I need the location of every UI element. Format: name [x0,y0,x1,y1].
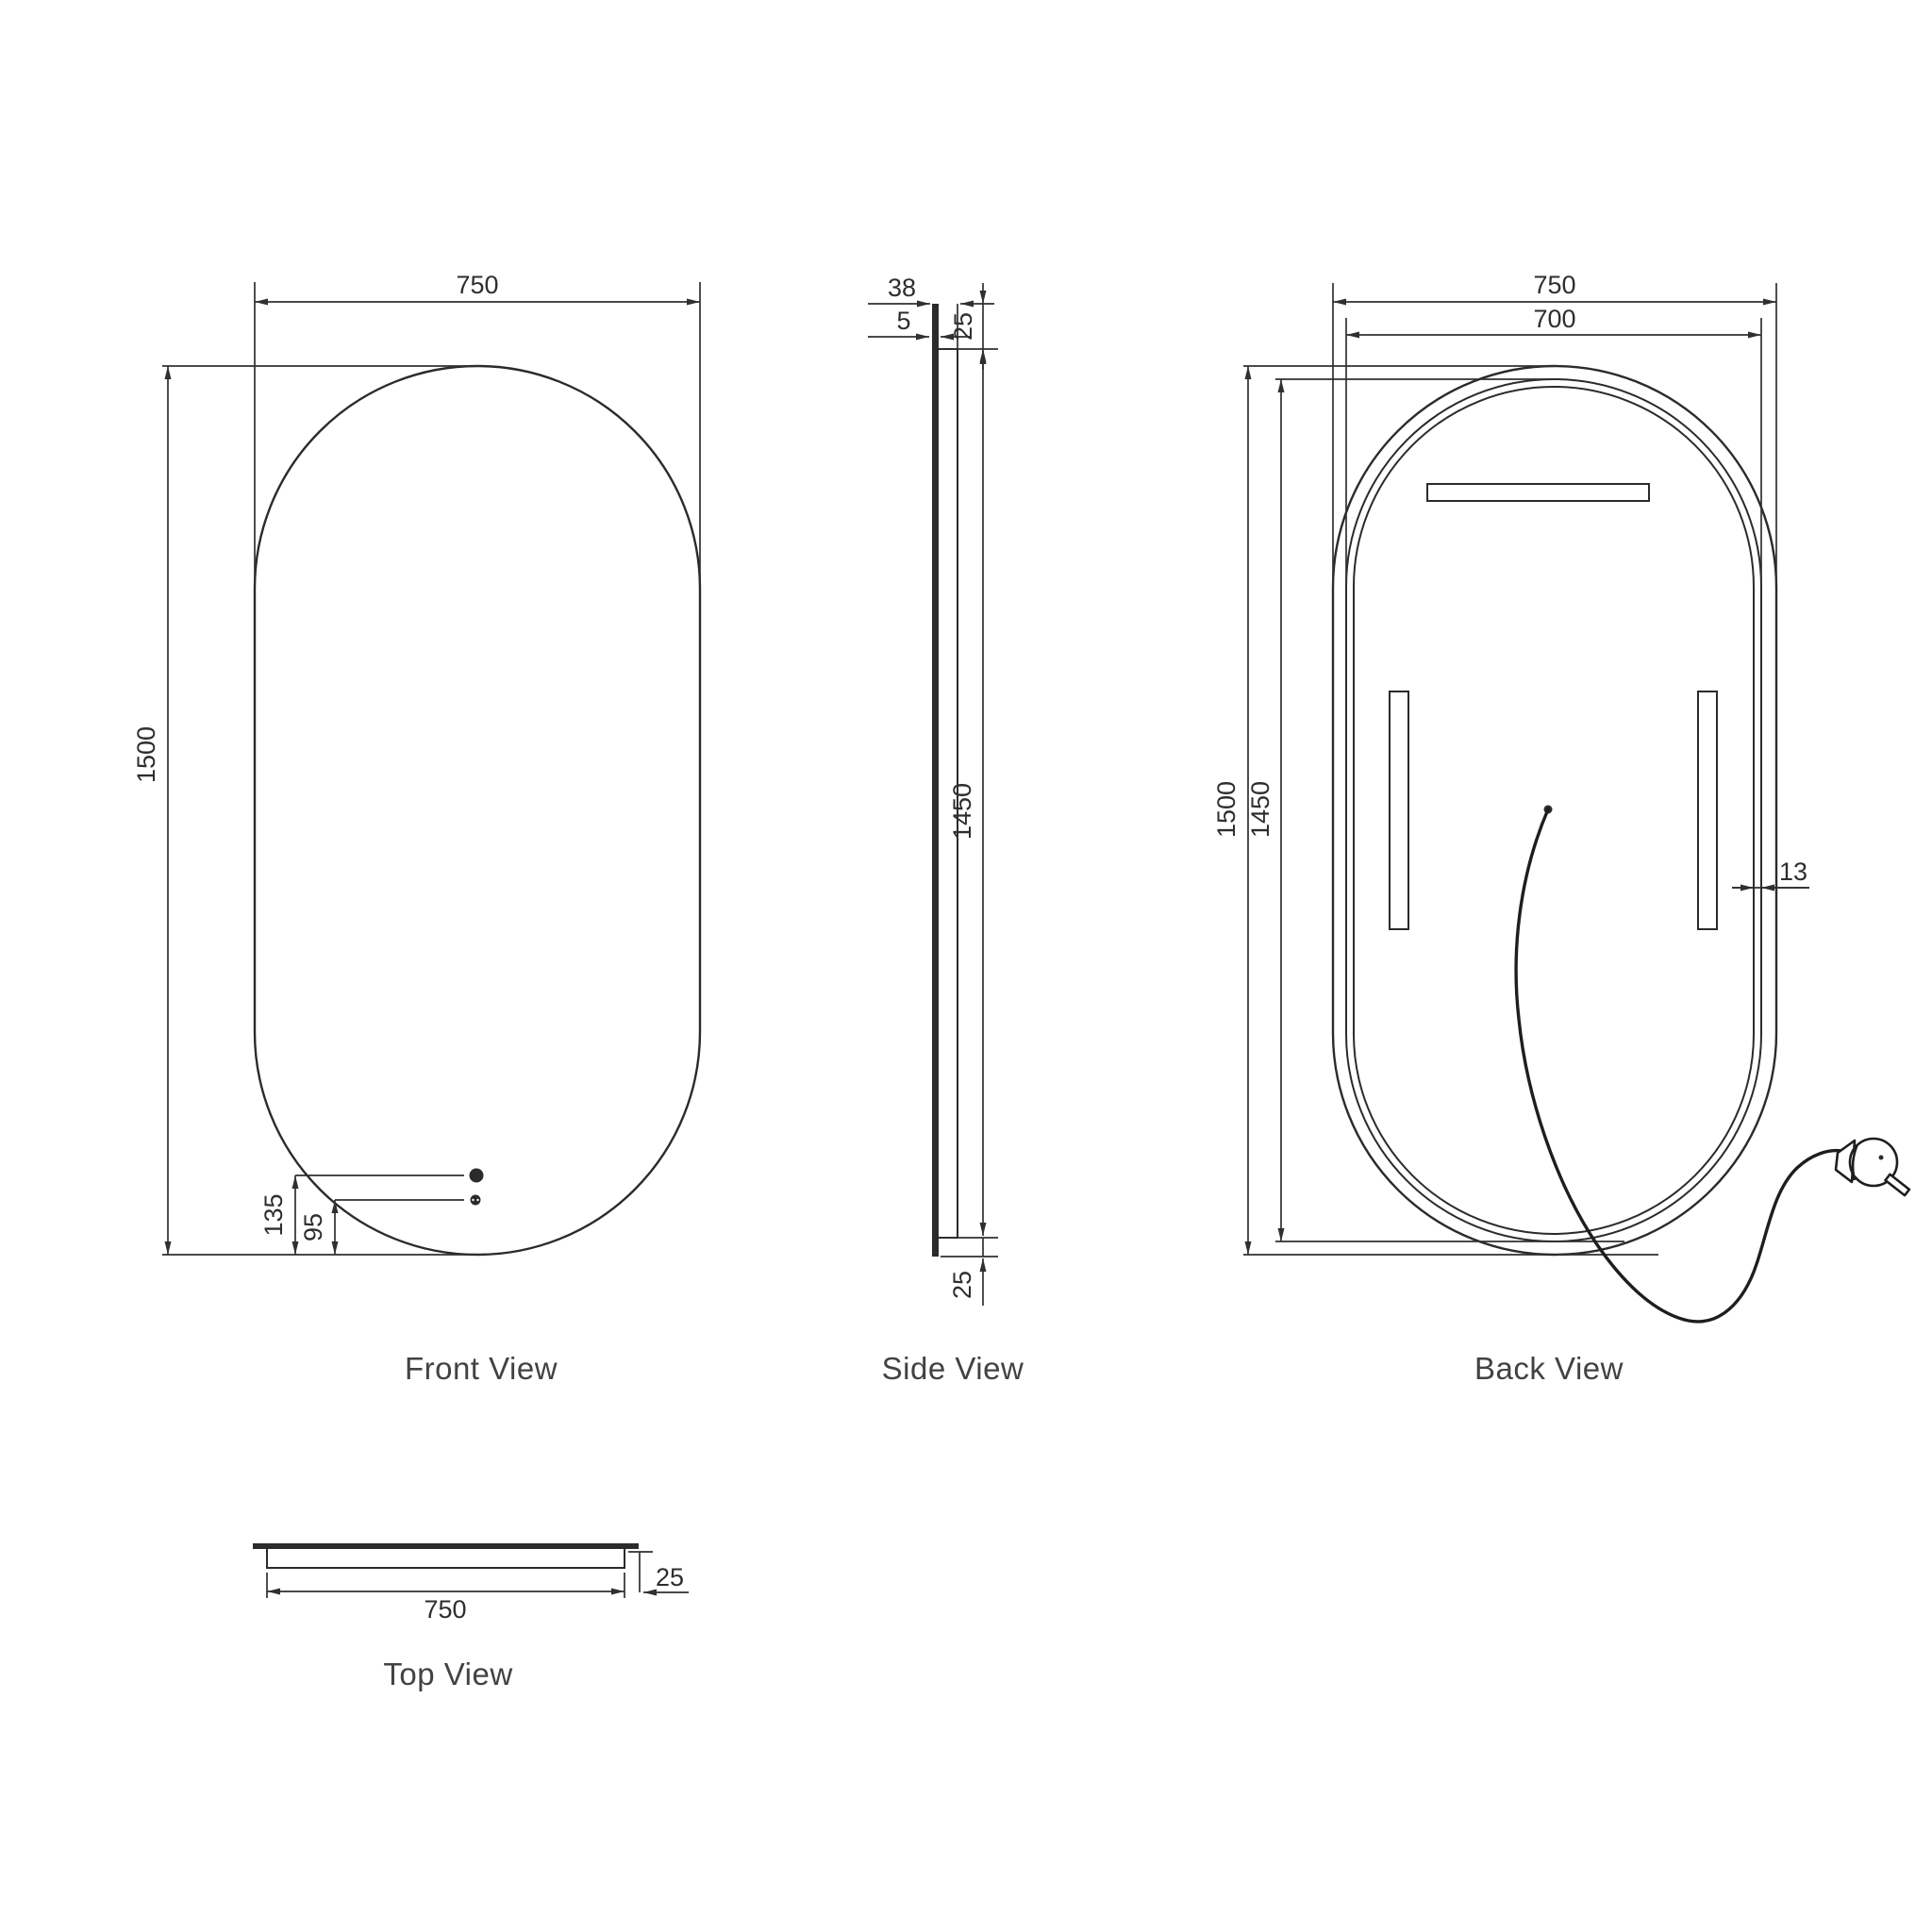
top-depth-value: 25 [656,1563,684,1591]
back-frame-width-dimension: 700 [1345,305,1762,583]
back-height-value: 1500 [1212,781,1241,838]
led-strip-right [1697,691,1718,930]
sensor-lower-dimension: 95 [299,1200,339,1255]
back-frame-height-dimension: 1450 [1246,378,1624,1242]
side-panel-height-dimension: 1450 [940,348,998,1239]
glass-top-profile [253,1543,639,1549]
frame-ring-inner [1353,386,1755,1235]
front-view-label: Front View [405,1351,558,1386]
side-bottom-inset-value: 25 [948,1271,976,1299]
back-height-dimension: 1500 [1212,365,1658,1256]
frame-thickness-dimension: 13 [1732,858,1809,891]
top-view-label: Top View [383,1657,512,1691]
top-width-value: 750 [424,1595,466,1624]
side-panel-height-value: 1450 [948,783,976,840]
plug-cap-edge [1851,1143,1859,1181]
side-bottom-inset-dimension: 25 [941,1238,998,1306]
back-frame-height-value: 1450 [1246,781,1274,838]
front-height-dimension: 1500 [132,365,483,1256]
side-depth-dimension: 38 [868,274,994,308]
back-frame-width-value: 700 [1533,305,1575,333]
led-strip-left [1389,691,1409,930]
front-width-dimension: 750 [254,271,701,583]
top-width-dimension: 750 [266,1573,625,1624]
plug-pin [1884,1173,1911,1197]
plug-face-dot [1878,1155,1884,1160]
side-view-label: Side View [882,1351,1024,1386]
plug-body [1848,1137,1899,1188]
side-depth-value: 38 [888,274,916,302]
mirror-front-outline [253,364,702,1257]
front-view: 750 1500 135 95 Front View [132,271,702,1386]
side-view: 38 5 25 1450 25 [868,274,1024,1386]
back-width-dimension: 750 [1332,271,1777,583]
touch-sensor-icon [469,1168,484,1183]
glass-thickness-dimension: 5 [868,307,972,341]
hanging-bracket [1426,483,1650,502]
glass-side-profile [932,304,939,1257]
front-height-value: 1500 [132,726,160,783]
cord-cable [1514,808,1843,1324]
side-top-inset-dimension: 25 [949,283,987,370]
sensor-upper-dimension: 135 [259,1175,299,1255]
back-view-label: Back View [1474,1351,1624,1386]
sensor-lower-value: 95 [299,1213,327,1241]
top-depth-dimension: 25 [628,1551,689,1596]
back-view: 750 700 1500 1450 13 [1212,271,1911,1386]
frame-thickness-value: 13 [1779,858,1807,886]
plug-neck [1834,1139,1857,1184]
defogger-sensor-icon [470,1194,481,1206]
top-view: 750 25 Top View [253,1543,689,1691]
power-plug-icon [1834,1137,1911,1197]
mirror-back-outline [1331,364,1778,1257]
front-width-value: 750 [456,271,498,299]
back-width-value: 750 [1533,271,1575,299]
backing-top-profile [266,1549,625,1569]
side-top-inset-value: 25 [949,312,977,341]
glass-thickness-value: 5 [896,307,910,335]
sensor-upper-value: 135 [259,1193,288,1236]
power-cord [1514,805,1911,1324]
